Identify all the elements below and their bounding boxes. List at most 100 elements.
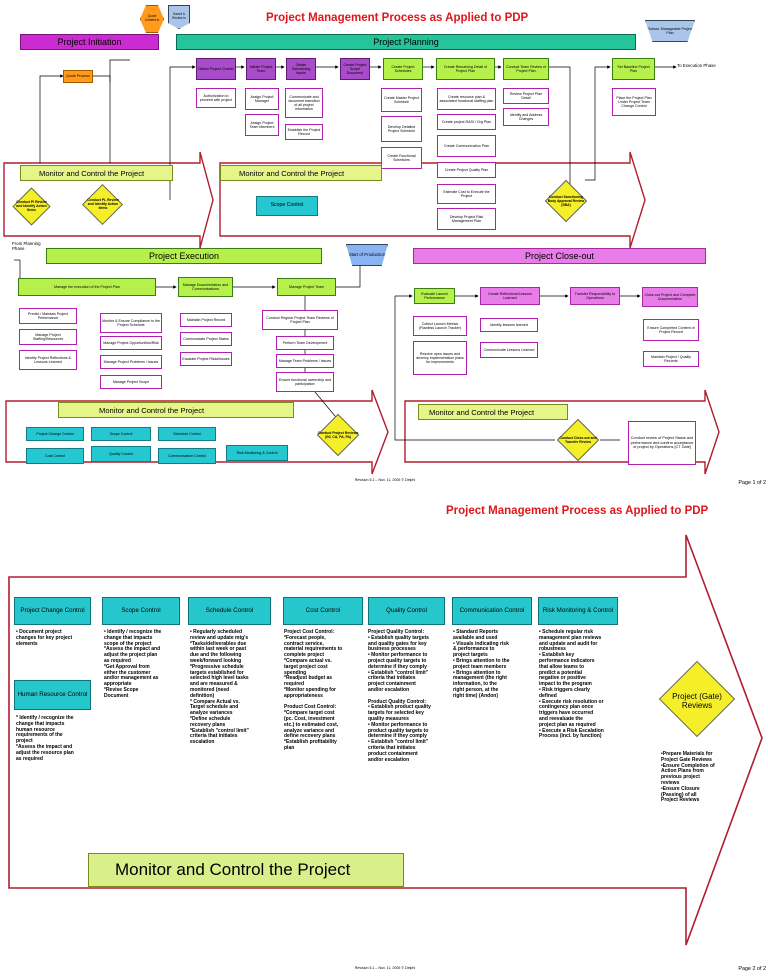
sub-inputs-0: Communicate and document transition of a… [285, 88, 323, 118]
close-s2-0: Identify lessons learned [480, 318, 538, 332]
diamond-close-label: Conduct Close-out and Transfer Review [559, 436, 597, 444]
sub-detail-1: Create project RASI / Org Plan [437, 114, 496, 130]
exec-c3-0: Maintain Project Record [180, 313, 232, 327]
close-review-text: Conduct review of Project Status and per… [628, 421, 696, 465]
ctl-text-comm: • Standard Reports available and used • … [453, 629, 510, 699]
sub-baseline-0: Place the Project Plan Under Project Tea… [612, 88, 656, 116]
exec-c1-2: Identify Project Reflections & Lessons L… [19, 350, 77, 370]
exec-c4-0: Conduct Regular Project Team Reviews of … [262, 310, 338, 330]
ctl-head-quality: Quality Control [368, 597, 445, 625]
sub-charter-0: Authorization to proceed with project [196, 88, 236, 108]
sub-team-0: Assign Project Manager [245, 88, 279, 110]
exec-ctl-change: Project Change Control [26, 427, 84, 441]
ctl-text-scope: • Identify / recognize the change that i… [104, 629, 162, 699]
exec-c3-2: Escalate Project Risks/Issues [180, 352, 232, 366]
page1-title: Project Management Process as Applied to… [266, 12, 529, 24]
exec-c4-1: Perform Team Development [276, 336, 334, 350]
ctl-head-comm: Communication Control [452, 597, 532, 625]
scope-control-1: Scope Control [256, 196, 318, 216]
close-evaluate: Evaluate Launch Performance [414, 288, 455, 304]
monitor-label-4: Monitor and Control the Project [418, 404, 568, 420]
sub-sched-2: Create Functional Schedules [381, 147, 422, 169]
exec-c2-3: Manage Project Scope [100, 375, 162, 389]
start-production: Start of Production [346, 244, 388, 266]
exec-c1-1: Manage Project Staffing/Resources [19, 329, 77, 345]
sub-sched-1: Develop Detailed Project Schedule [381, 116, 422, 142]
close-s1-0: Collect Launch Metrics (Flawless Launch … [413, 316, 467, 336]
ctl-text-cost: Project Cost Control: *Forecast people, … [284, 629, 343, 751]
exec-team: Manage Project Team [277, 278, 336, 296]
page-num-2: Page 2 of 2 [738, 966, 766, 972]
banner-execution: Project Execution [46, 248, 322, 264]
ctl-head-hr: Human Resource Control [14, 680, 91, 710]
ctl-head-schedule: Schedule Control [188, 597, 271, 625]
sub-detail-0: Create resource plan & associated functi… [437, 88, 496, 110]
ctl-text-risk: • Schedule regular risk management plan … [539, 629, 604, 740]
exec-ctl-scope: Scope Control [91, 427, 151, 441]
page2-title: Project Management Process as Applied to… [446, 505, 709, 517]
page-num-1: Page 1 of 2 [738, 480, 766, 486]
monitor-label-2: Monitor and Control the Project [220, 165, 382, 181]
diamond-exec-reviews-label: Conduct Project Reviews (G0, CA, PA, PA) [317, 431, 359, 439]
exec-c2-1: Manage Project Opportunities/Risk [100, 336, 162, 350]
ctl-text-hr: * Identify / recognize the change that i… [16, 715, 74, 762]
revision-2: Revision 5.1 – Nov. 11, 2005 © Delphi [354, 966, 416, 970]
exec-ctl-cost: Cost Control [26, 448, 84, 464]
revision-1: Revision 5.1 – Nov. 11, 2005 © Delphi [354, 478, 416, 482]
close-s4-1: Maintain Project / Quality Records [643, 351, 699, 367]
ctl-head-cost: Cost Control [283, 597, 363, 625]
exec-c4-2: Manage Team Problems / Issues [276, 354, 334, 368]
exec-c3-1: Communicate Project Status [180, 332, 232, 346]
banner-planning: Project Planning [176, 34, 636, 50]
close-reflections: Create Reflections/Lessons Learned [480, 287, 540, 305]
ctl-text-schedule: • Regularly scheduled review and update … [190, 629, 249, 746]
sub-review-0: Review Project Plan Detail [503, 88, 549, 104]
trap-robust-plan: Robust, Manageable Project Plan [645, 20, 695, 42]
plan-scope: Create Project Scope Document [340, 58, 370, 80]
exec-ctl-quality: Quality Control [91, 446, 151, 462]
monitor-label-1: Monitor and Control the Project [20, 165, 173, 181]
close-transfer: Transfer Responsibility to Operations [570, 287, 620, 305]
plan-inputs: Obtain Sanctioning Inputs [286, 58, 316, 80]
gate-reviews-label: Project (Gate) Reviews [672, 691, 722, 710]
exec-c2-0: Monitor & Ensure Compliance to the Proje… [100, 313, 162, 333]
banner-closeout: Project Close-out [413, 248, 706, 264]
exec-ctl-comm: Communication Control [158, 448, 216, 464]
exec-ctl-schedule: Schedule Control [158, 427, 216, 441]
diamond-sanction-label: Conduct Sanctioning Body Approval Review… [547, 195, 585, 207]
sub-detail-5: Develop Project Risk Management Plan [437, 208, 496, 230]
diamond-pi-review-label: Conduct PI Review and Identify Action It… [16, 200, 47, 212]
plan-detail: Create Remaining Detail of Project Plan [436, 58, 495, 80]
sub-inputs-1: Establish the Project Record [285, 124, 323, 140]
ctl-text-quality: Project Quality Control: • Establish qua… [368, 629, 431, 763]
exec-c4-3: Ensure functional ownership and particip… [276, 372, 334, 392]
close-s1-1: Resolve open issues and develop implemen… [413, 341, 467, 375]
from-planning: From Planning Phase [12, 241, 41, 252]
diamond-pl-review-label: Conduct PL Review and Identify Action It… [87, 198, 119, 210]
exec-manage-plan: Manage the execution of the Project Plan [18, 278, 156, 296]
close-s2-1: Communicate Lessons Learned [480, 342, 538, 358]
banner-initiation: Project Initiation [20, 34, 159, 50]
exec-docs: Manage Documentation and Communications [178, 277, 233, 297]
close-complete: Close-out Project and Complete Documenta… [642, 287, 698, 307]
plan-team: Initiate Project Team [246, 58, 276, 80]
plan-charter: Obtain Project Charter [196, 58, 236, 80]
monitor-label-3: Monitor and Control the Project [58, 402, 294, 418]
to-execution: To Execution Phase [677, 63, 716, 68]
sub-detail-2: Create Communication Plan [437, 135, 496, 157]
page2-big-chevron [8, 534, 763, 946]
ctl-head-risk: Risk Monitoring & Control [538, 597, 618, 625]
sub-detail-3: Create Project Quality Plan [437, 162, 496, 178]
plan-review: Conduct Team Review of Project Plan [503, 58, 549, 80]
sub-review-1: Identify and Address Changes [503, 108, 549, 126]
plan-schedules: Create Project Schedules [383, 58, 423, 80]
exec-c1-0: Predict / Maintain Project Performance [19, 308, 77, 324]
gate-reviews-text: •Prepare Materials for Project Gate Revi… [661, 751, 715, 804]
sub-detail-4: Estimate Cost to Execute the Project [437, 184, 496, 204]
sub-sched-0: Create Master Project Schedule [381, 88, 422, 112]
initiation-quote-process: Quote Process [63, 70, 93, 83]
ctl-head-change: Project Change Control [14, 597, 91, 625]
ctl-head-scope: Scope Control [102, 597, 180, 625]
exec-c2-2: Manage Project Problems / Issues [100, 355, 162, 369]
plan-baseline: Set Baseline Project Plan [612, 58, 655, 80]
